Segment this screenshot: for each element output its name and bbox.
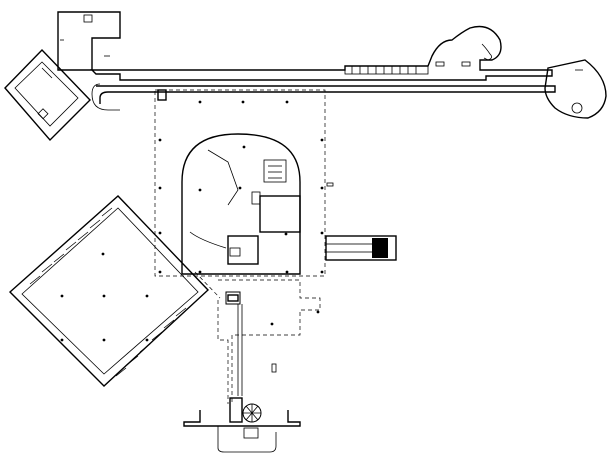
column-dot [320, 231, 324, 235]
column-dot [320, 138, 324, 142]
main-apse-volume [181, 133, 301, 275]
column-dot [285, 270, 289, 274]
main-structural-grid [154, 89, 326, 277]
east-terrace [325, 182, 397, 261]
east-round-pavilion [544, 59, 607, 119]
north-corridor [90, 25, 556, 111]
column-dot [60, 338, 64, 342]
south-gatehouse [183, 397, 301, 453]
column-dot [198, 270, 202, 274]
column-dot [158, 186, 162, 190]
column-dot [198, 100, 202, 104]
column-dot [198, 188, 202, 192]
column-grid [60, 100, 324, 342]
column-dot [285, 100, 289, 104]
column-dot [241, 100, 245, 104]
column-dot [270, 322, 274, 326]
north-west-wing [57, 11, 121, 71]
column-dot [158, 138, 162, 142]
column-dot [320, 270, 324, 274]
column-dot [238, 186, 242, 190]
column-dot [60, 294, 64, 298]
column-dot [242, 145, 246, 149]
column-dot [316, 310, 320, 314]
column-dot [145, 338, 149, 342]
column-dot [145, 294, 149, 298]
column-dot [284, 232, 288, 236]
column-dot [101, 252, 105, 256]
column-dot [102, 294, 106, 298]
south-passage [217, 279, 321, 404]
west-pavilion [4, 48, 91, 142]
column-dot [320, 186, 324, 190]
column-dot [158, 231, 162, 235]
south-west-rotated-wing [8, 195, 221, 387]
column-dot [102, 338, 106, 342]
column-dot [158, 270, 162, 274]
